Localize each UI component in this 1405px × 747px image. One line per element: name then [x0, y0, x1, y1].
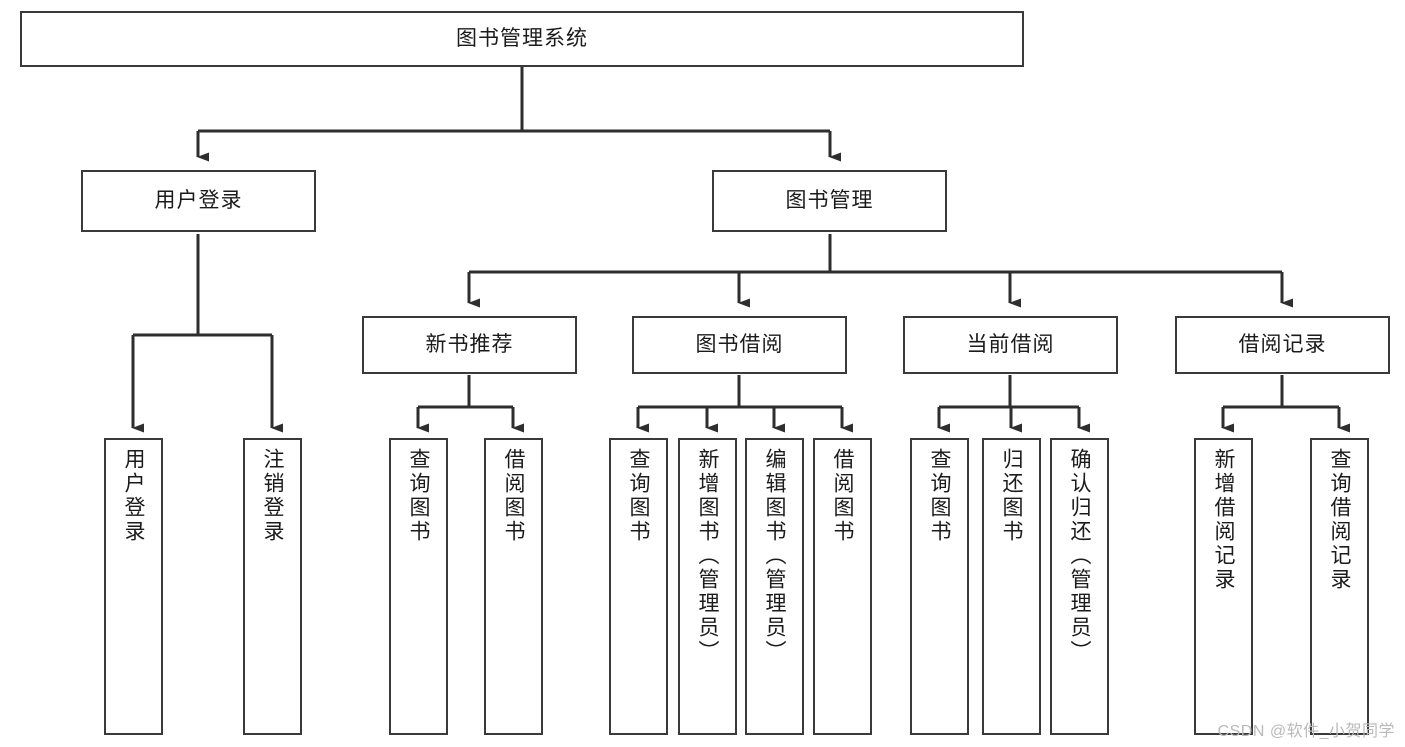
node-label: 借阅图书	[502, 448, 525, 544]
node-label: 新增图书（管理员）	[696, 448, 719, 664]
leaf-book-borrow-add[interactable]: 新增图书（管理员）	[678, 438, 737, 735]
node-label: 借阅图书	[831, 448, 854, 544]
node-label: 新增借阅记录	[1212, 448, 1235, 592]
node-user-login[interactable]: 用户登录	[81, 170, 316, 232]
node-label: 图书管理	[785, 188, 874, 212]
node-book-borrow[interactable]: 图书借阅	[632, 316, 847, 374]
leaf-user-login-signout[interactable]: 注销登录	[243, 438, 302, 735]
leaf-borrow-record-add[interactable]: 新增借阅记录	[1194, 438, 1253, 735]
leaf-book-borrow-edit[interactable]: 编辑图书（管理员）	[745, 438, 804, 735]
leaf-user-login-signin[interactable]: 用户登录	[104, 438, 163, 735]
node-label: 查询图书	[627, 448, 650, 544]
node-label: 注销登录	[261, 448, 284, 544]
node-label: 归还图书	[1000, 448, 1023, 544]
leaf-new-book-query[interactable]: 查询图书	[389, 438, 448, 735]
leaf-current-borrow-query[interactable]: 查询图书	[910, 438, 969, 735]
leaf-book-borrow-query[interactable]: 查询图书	[609, 438, 668, 735]
node-label: 图书借阅	[695, 332, 784, 356]
leaf-new-book-borrow[interactable]: 借阅图书	[484, 438, 543, 735]
leaf-current-borrow-confirm-return[interactable]: 确认归还（管理员）	[1050, 438, 1109, 735]
node-label: 用户登录	[122, 448, 145, 544]
node-book-management[interactable]: 图书管理	[712, 170, 947, 232]
leaf-borrow-record-query[interactable]: 查询借阅记录	[1310, 438, 1369, 735]
node-label: 当前借阅	[966, 332, 1055, 356]
leaf-book-borrow-lend[interactable]: 借阅图书	[813, 438, 872, 735]
node-label: 用户登录	[154, 188, 243, 212]
node-borrow-record[interactable]: 借阅记录	[1175, 316, 1390, 374]
node-label: 图书管理系统	[456, 26, 588, 50]
node-label: 新书推荐	[425, 332, 514, 356]
node-current-borrow[interactable]: 当前借阅	[903, 316, 1118, 374]
watermark-text: CSDN @软件_小贺同学	[1217, 723, 1395, 740]
node-new-book-recommend[interactable]: 新书推荐	[362, 316, 577, 374]
node-root-system[interactable]: 图书管理系统	[20, 11, 1024, 67]
node-label: 查询图书	[928, 448, 951, 544]
node-label: 查询借阅记录	[1328, 448, 1351, 592]
node-label: 编辑图书（管理员）	[763, 448, 786, 664]
node-label: 查询图书	[407, 448, 430, 544]
leaf-current-borrow-return[interactable]: 归还图书	[982, 438, 1041, 735]
node-label: 借阅记录	[1238, 332, 1327, 356]
node-label: 确认归还（管理员）	[1068, 448, 1091, 664]
